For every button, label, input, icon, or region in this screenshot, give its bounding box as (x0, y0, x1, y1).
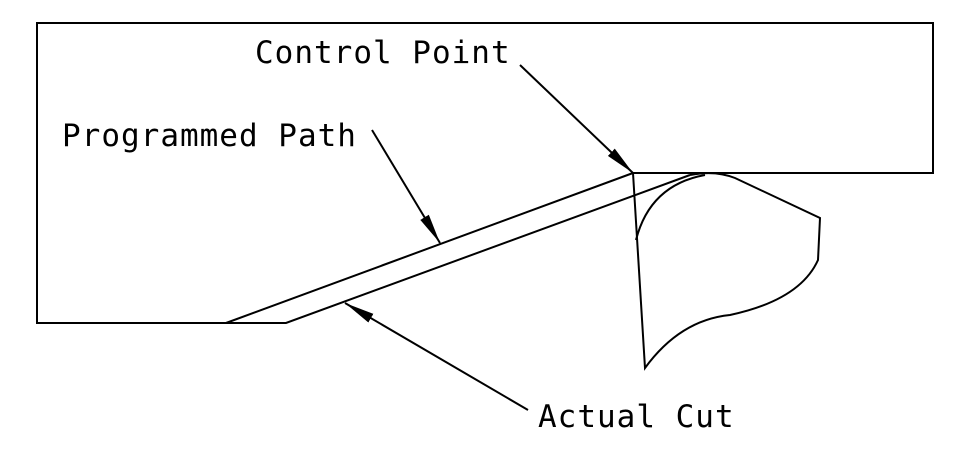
actual-cut-arrow (344, 302, 529, 411)
control-point-arrow (519, 64, 634, 174)
programmed-path-label: Programmed Path (62, 118, 357, 154)
workpiece-outline (36, 22, 934, 324)
programmed-path-line (225, 172, 634, 324)
control-point-label: Control Point (255, 35, 511, 71)
actual-cut-line (226, 174, 691, 324)
actual-cut-label: Actual Cut (538, 399, 735, 435)
programmed-path-arrow (371, 129, 441, 244)
tool-outline (632, 172, 822, 371)
tool-arc (635, 174, 706, 241)
